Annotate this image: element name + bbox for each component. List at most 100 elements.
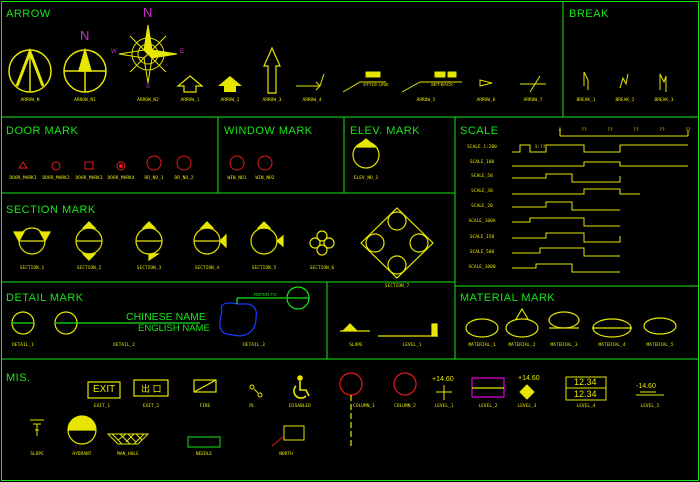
scale-tick: ?? (581, 128, 587, 133)
needle-icon (106, 433, 150, 445)
section-title-scale: SCALE (460, 125, 499, 137)
small-arrow-icon (479, 79, 493, 87)
arrow-up-outline-icon (176, 75, 204, 93)
arrow-tall-icon (263, 46, 281, 94)
caption: LEVEL_5 (640, 404, 660, 409)
arrow-north-1-icon (8, 47, 52, 93)
caption: MATERIAL_2 (508, 343, 536, 348)
caption: SECTION_5 (251, 266, 277, 271)
stacked-level-box-icon (565, 376, 607, 401)
caption: ELEV_NO_1 (353, 176, 379, 181)
caption: EXIT_1 (93, 404, 111, 409)
caption: COLUMN_2 (394, 404, 416, 409)
material-marks-icon (465, 307, 677, 338)
section-title-break: BREAK (569, 8, 609, 20)
caption: LEVEL_1 (402, 343, 422, 348)
section-title-door: DOOR MARK (6, 125, 79, 137)
english-name-label: ENGLISH NAME (138, 323, 210, 334)
caption: MAN_HOLE (117, 452, 139, 457)
scale-tick: ?? (633, 128, 639, 133)
caption: DISABLED (289, 404, 311, 409)
disabled-icon (293, 375, 310, 399)
leader-box-icon (271, 425, 305, 447)
pl-mark-icon (249, 384, 263, 398)
compass-rose-icon (118, 24, 178, 84)
arrow-north-2-icon (63, 47, 107, 93)
fire-sign-icon (193, 379, 217, 393)
stacked-value-bottom: 12.34 (574, 389, 597, 399)
level-value-1: +14.60 (432, 376, 454, 383)
break-symbols-icon (583, 71, 667, 92)
compass-w: W (111, 49, 117, 55)
scale-row-label: SCALE_1000 (468, 265, 496, 270)
caption: COLUMN_1 (353, 404, 375, 409)
caption: NORTH (279, 452, 293, 457)
leader-text-1: STYLE LINE (363, 82, 389, 87)
caption: LEVEL_4 (576, 404, 596, 409)
section-title-elev: ELEV. MARK (350, 125, 421, 137)
scale-row-label: SCALE_20 (471, 204, 493, 209)
slash-line-icon (520, 75, 546, 93)
arrow-up-solid-icon (218, 76, 242, 92)
scale-tick: 0 (558, 128, 562, 133)
caption: WIN_NO2 (255, 176, 275, 181)
caption: ARROW_N1 (74, 98, 96, 103)
refer-to-label: REFER TO (254, 292, 277, 297)
caption: LEVEL_2 (478, 404, 498, 409)
caption: BREAK_2 (615, 98, 635, 103)
caption: EXIT_2 (142, 404, 160, 409)
caption: ARROW_N2 (137, 98, 159, 103)
caption: DOOR_MARK1 (9, 176, 37, 181)
scale-row-label: SCALE_150 (469, 235, 495, 240)
exit-sign-1-icon (87, 381, 121, 399)
leader-text-2: SET-BACK (431, 82, 454, 87)
caption: LEVEL_1 (434, 404, 454, 409)
caption: DR_NO_2 (174, 176, 194, 181)
hydrant-icon (30, 419, 44, 436)
scale-row-label: SCALE_30 (471, 189, 493, 194)
exit-cn-text: 出 口 (141, 384, 162, 394)
exit-sign-2-icon (133, 379, 169, 397)
leader-styleline-icon (342, 71, 386, 93)
column-circle-1-icon (339, 372, 363, 448)
stacked-value-top: 12.34 (574, 377, 597, 387)
caption: DETAIL_3 (243, 343, 265, 348)
scale-tick: ?? (659, 128, 665, 133)
elev-mark-icon (352, 138, 380, 169)
detail-marks-icon (11, 286, 310, 337)
level-mark-1-icon (436, 385, 452, 400)
section-title-window: WINDOW MARK (224, 125, 313, 137)
caption: SECTION_1 (19, 266, 45, 271)
caption: DOOR_MARK3 (75, 176, 103, 181)
caption: SLOPE (349, 343, 363, 348)
scale-tick: ?? (685, 128, 691, 133)
scale-row-label: SCALE_500 (469, 250, 495, 255)
scale-first-bar-label: 1:?? (534, 145, 546, 150)
caption: SECTION_4 (194, 266, 220, 271)
caption: DOOR_MARK2 (42, 176, 70, 181)
exit-text: EXIT (93, 384, 116, 395)
manhole-icon (67, 415, 97, 445)
caption: MATERIAL_5 (646, 343, 674, 348)
caption: SECTION_3 (136, 266, 162, 271)
chinese-name-label: CHINESE NAME (126, 311, 206, 323)
caption: ARROW_6 (476, 98, 496, 103)
caption: SLOPE (30, 452, 44, 457)
compass-s: S (146, 84, 151, 90)
caption: MATERIAL_3 (550, 343, 578, 348)
caption: SECTION_7 (384, 284, 410, 289)
caption: ARROW_1 (180, 98, 200, 103)
caption: WIN_NO1 (227, 176, 247, 181)
caption: FIRE (199, 404, 211, 409)
caption: ARROW_3 (262, 98, 282, 103)
scale-row-label: SCALE_100 (469, 160, 495, 165)
section-marks-icon (12, 207, 434, 279)
north-label-2: N (143, 5, 153, 20)
scale-row-label: SCALE_50 (471, 174, 493, 179)
caption: NEEDLE (195, 452, 213, 457)
leader-setback-icon (401, 71, 462, 93)
caption: ARROW_N (20, 98, 40, 103)
